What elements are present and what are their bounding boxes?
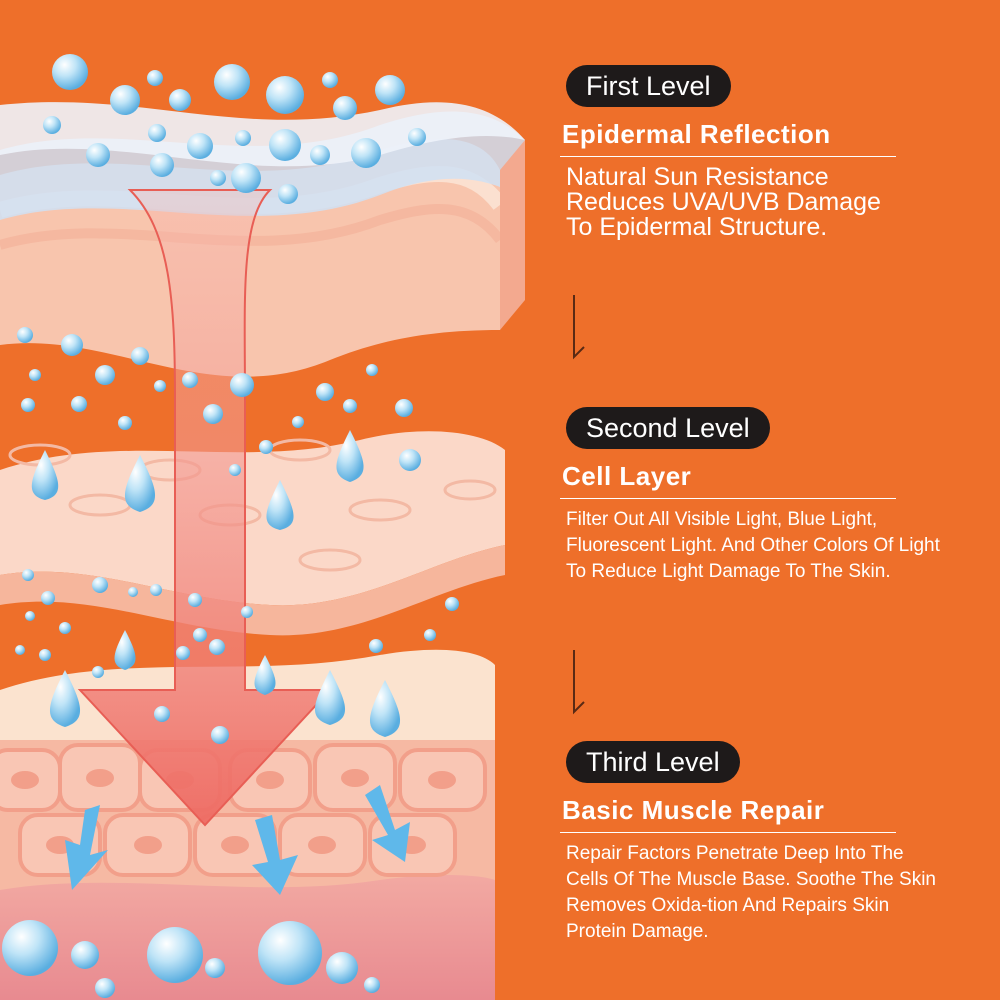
- level-1: First Level Epidermal Reflection Natural…: [560, 65, 960, 240]
- water-drops: [31, 430, 401, 737]
- level-1-badge: First Level: [566, 65, 731, 107]
- level-1-title: Epidermal Reflection: [560, 119, 896, 157]
- penetration-arrow: [77, 189, 333, 827]
- level-3-badge: Third Level: [566, 741, 740, 783]
- level-2-badge: Second Level: [566, 407, 770, 449]
- level-3-title: Basic Muscle Repair: [560, 795, 896, 833]
- blue-arrows: [65, 785, 410, 895]
- level-3: Third Level Basic Muscle Repair Repair F…: [560, 741, 960, 945]
- skin-layers-illustration: [0, 54, 525, 1000]
- level-3-description: Repair Factors Penetrate Deep Into The C…: [566, 843, 936, 942]
- level-2-description: Filter Out All Visible Light, Blue Light…: [566, 509, 940, 582]
- cell-layer: [0, 431, 505, 636]
- bubbles: [2, 54, 459, 998]
- level-1-description: Natural Sun Resistance Reduces UVA/UVB D…: [566, 163, 881, 241]
- level-2: Second Level Cell Layer Filter Out All V…: [560, 407, 960, 585]
- level-1-connector: [573, 295, 585, 360]
- level-2-connector: [573, 650, 585, 715]
- level-2-title: Cell Layer: [560, 461, 896, 499]
- epidermis-layer: [0, 102, 525, 377]
